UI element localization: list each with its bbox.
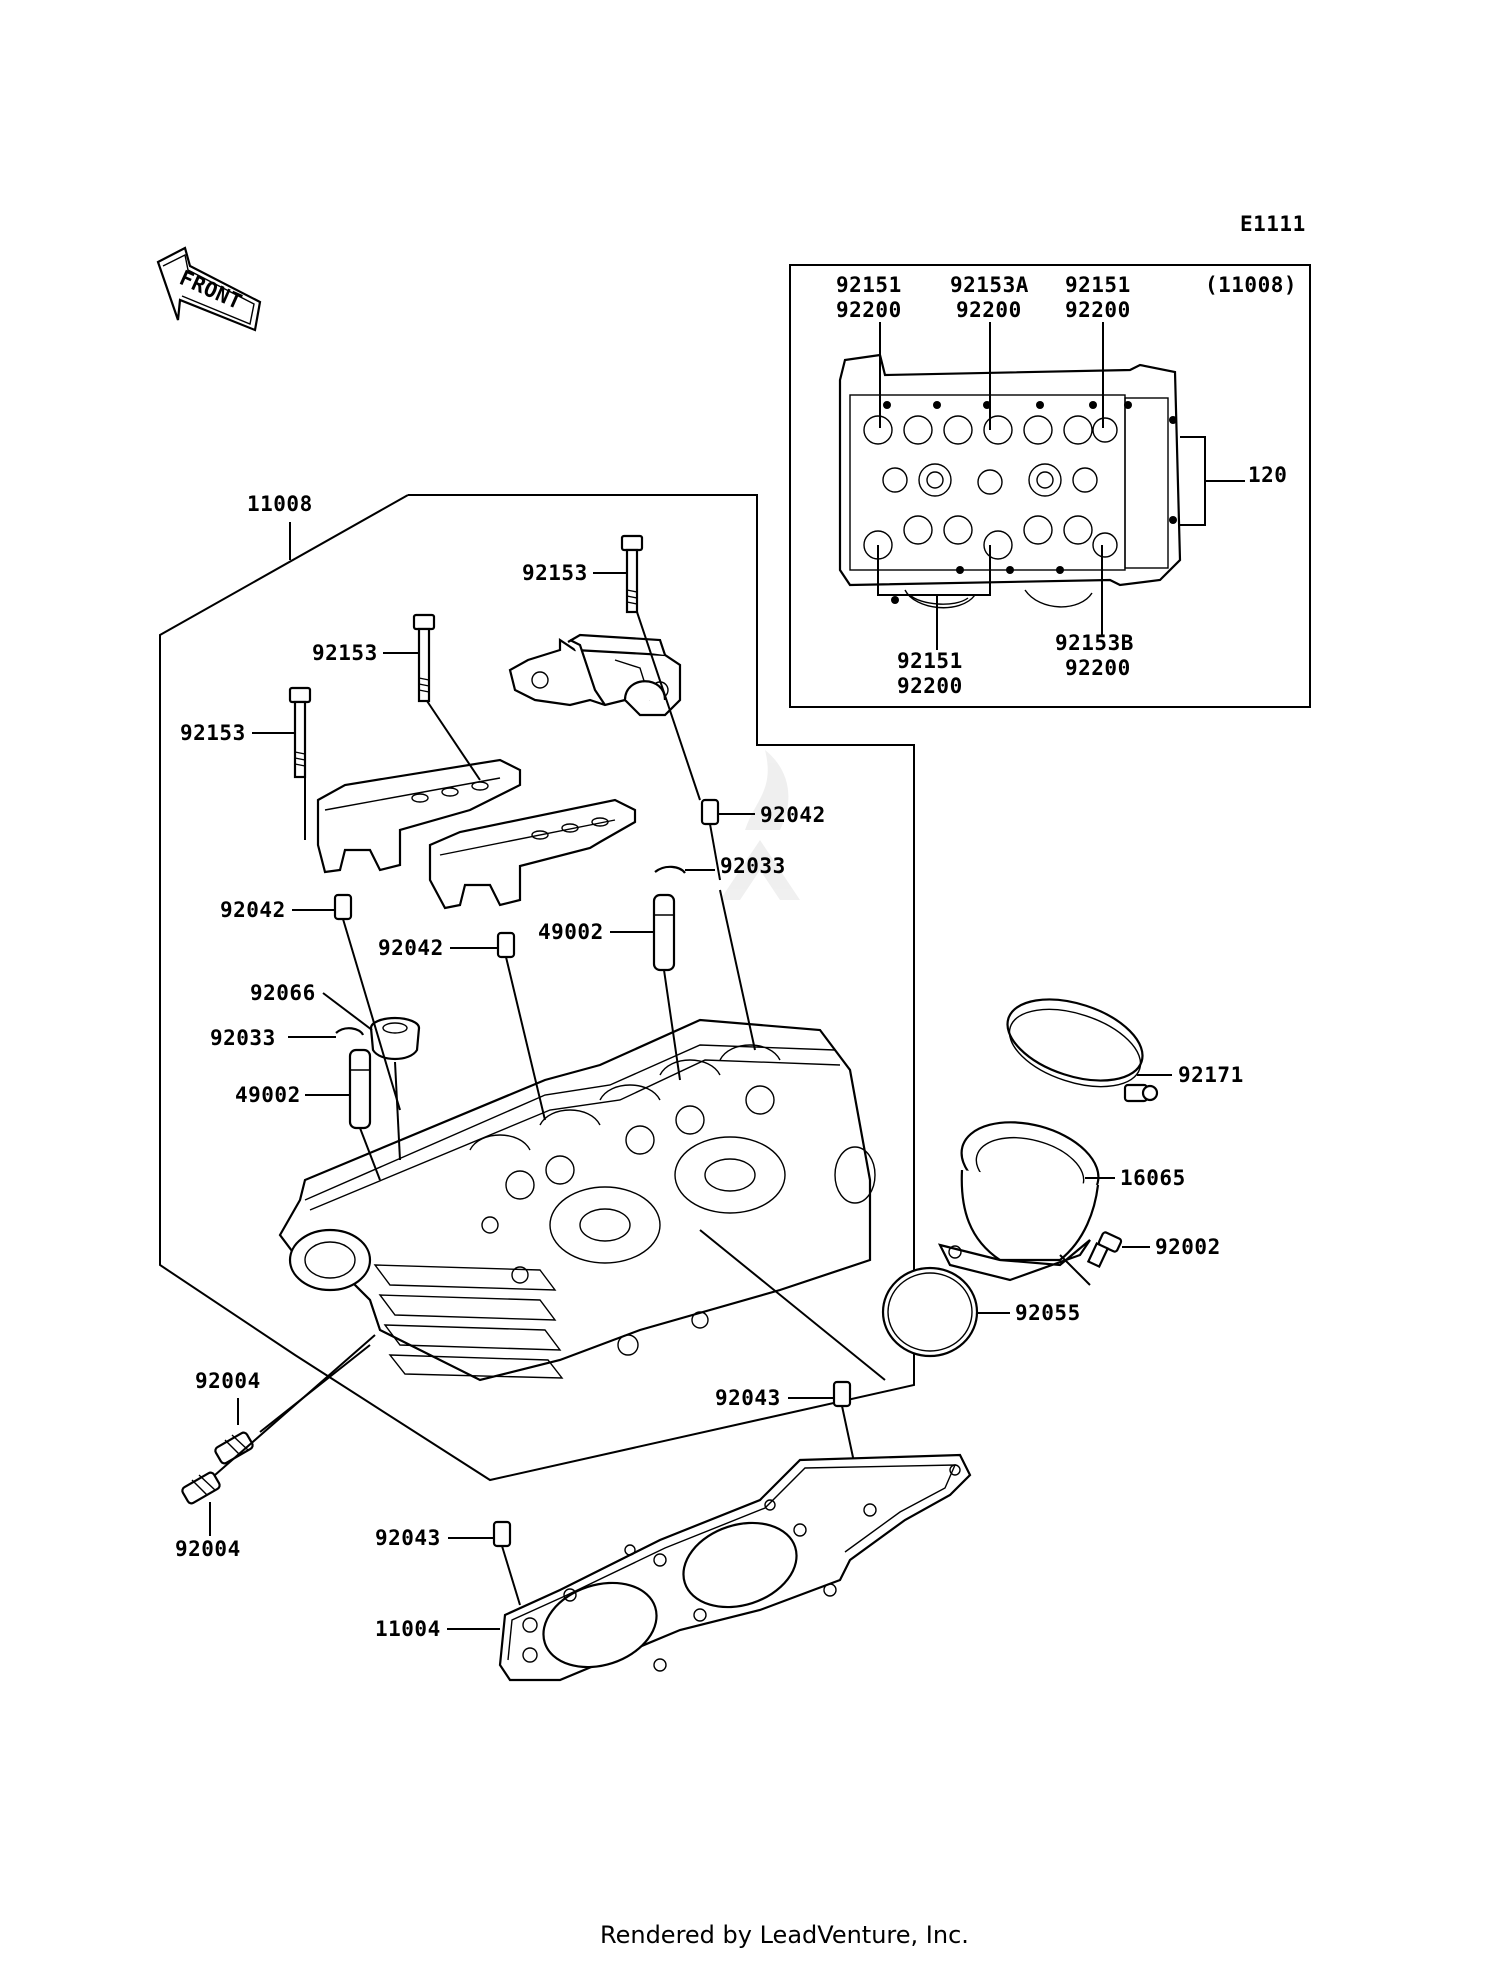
bolt-92002	[1086, 1231, 1123, 1269]
inset-label-top-left-2: 92200	[836, 298, 902, 322]
label-92171: 92171	[1178, 1063, 1244, 1087]
o-ring-92055	[881, 1266, 979, 1358]
inset-ref: (11008)	[1205, 273, 1297, 297]
label-92066: 92066	[250, 981, 316, 1005]
front-arrow-icon: FRONT	[156, 246, 262, 332]
label-92033-left: 92033	[210, 1026, 276, 1050]
inset-label-bottom-right-2: 92200	[1065, 656, 1131, 680]
label-49002-left: 49002	[235, 1083, 301, 1107]
label-92153-right: 92153	[522, 561, 588, 585]
dowel-92042-middle	[496, 931, 516, 959]
label-16065: 16065	[1120, 1166, 1186, 1190]
diagram-code: E1111	[1240, 212, 1306, 236]
cylinder-head	[278, 1018, 876, 1382]
label-92042-right: 92042	[760, 803, 826, 827]
camshaft-cap-left	[316, 758, 522, 874]
dowel-92042-right	[700, 798, 720, 826]
label-92004-lower: 92004	[175, 1537, 241, 1561]
label-92043-right: 92043	[715, 1386, 781, 1410]
dowel-92043-left	[492, 1520, 512, 1548]
stud-92004-upper	[214, 1431, 254, 1465]
inset-label-top-mid-2: 92200	[956, 298, 1022, 322]
footer-credit: Rendered by LeadVenture, Inc.	[600, 1921, 969, 1949]
label-92002: 92002	[1155, 1235, 1221, 1259]
clip-92033-right	[654, 865, 686, 874]
camshaft-cap-rear	[508, 633, 682, 717]
label-49002-right: 49002	[538, 920, 604, 944]
label-92153-middle: 92153	[312, 641, 378, 665]
bolt-92153-left	[288, 686, 312, 779]
label-92055: 92055	[1015, 1301, 1081, 1325]
bolt-92153-right	[620, 534, 644, 614]
valve-guide-49002-right	[652, 893, 676, 972]
label-11004: 11004	[375, 1617, 441, 1641]
head-gasket-11004	[498, 1453, 972, 1682]
label-92042-middle: 92042	[378, 936, 444, 960]
inset-label-bottom-left-2: 92200	[897, 674, 963, 698]
label-92033-right: 92033	[720, 854, 786, 878]
clamp-92171	[1006, 998, 1159, 1103]
valve-guide-49002-left	[348, 1048, 372, 1130]
inset-label-top-left-1: 92151	[836, 273, 902, 297]
inset-label-side: 120	[1248, 463, 1287, 487]
watermark-logo	[720, 750, 800, 900]
dowel-92043-right	[832, 1380, 852, 1408]
bolt-92153-middle	[412, 613, 436, 703]
dowel-92042-left	[333, 893, 353, 921]
inset-label-bottom-left-1: 92151	[897, 649, 963, 673]
label-92153-left: 92153	[180, 721, 246, 745]
carburetor-holder-16065	[937, 1121, 1100, 1282]
camshaft-cap-right	[428, 798, 637, 910]
inset-label-top-right-1: 92151	[1065, 273, 1131, 297]
assembly-border	[159, 494, 915, 1482]
inset-top-view: (11008) 92151 92200 92153A 92200 92151 9…	[789, 264, 1311, 708]
label-11008: 11008	[247, 492, 313, 516]
label-92004-upper: 92004	[195, 1369, 261, 1393]
label-92043-left: 92043	[375, 1526, 441, 1550]
clip-92033-left	[335, 1027, 365, 1036]
stud-92004-lower	[181, 1471, 221, 1505]
inset-label-bottom-right-1: 92153B	[1055, 631, 1134, 655]
label-92042-left: 92042	[220, 898, 286, 922]
inset-label-top-right-2: 92200	[1065, 298, 1131, 322]
inset-label-top-mid-1: 92153A	[950, 273, 1029, 297]
